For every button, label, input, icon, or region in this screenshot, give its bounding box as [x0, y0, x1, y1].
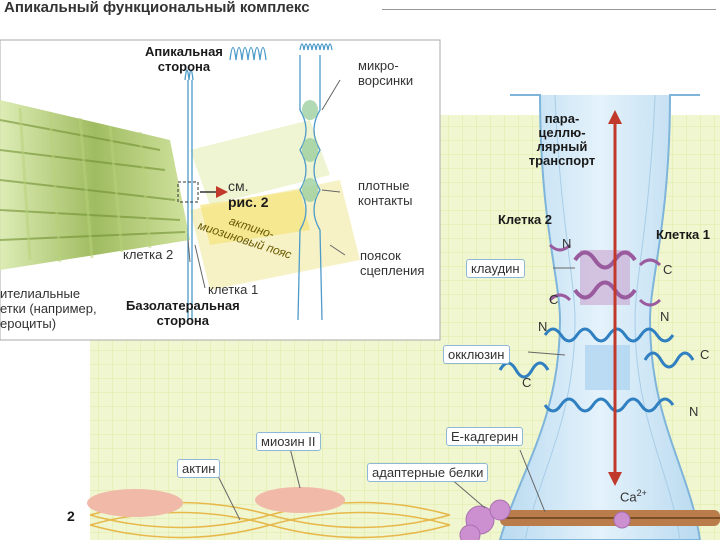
- microvilli-label: микро-ворсинки: [358, 58, 414, 88]
- adapter-leader: [449, 477, 486, 509]
- claudin-label: клаудин: [466, 259, 525, 278]
- cell2-label: Клетка 2: [498, 212, 553, 227]
- occludin-c-right: C: [700, 347, 710, 362]
- actin-leader: [214, 469, 241, 521]
- micrograph: [0, 100, 190, 270]
- paracellular-transport-label: пара- целлю- лярный транспорт: [528, 111, 596, 168]
- inset-cell2-label: клетка 2: [123, 247, 174, 262]
- claudin-c-bottom: C: [549, 292, 559, 307]
- e-cadherin-label: Е-кадгерин: [446, 427, 524, 446]
- occludin-complex: [498, 327, 695, 413]
- occludin-n-right: N: [689, 404, 699, 419]
- calcium-label: Ca2+: [620, 488, 647, 505]
- occludin-leader: [527, 351, 566, 356]
- claudin-n-top: N: [562, 236, 572, 251]
- cell-membranes: [184, 43, 333, 321]
- occludin-c-left: C: [522, 375, 532, 390]
- myosin-leader: [289, 447, 301, 489]
- occludin-n-left: N: [538, 319, 548, 334]
- e-cadherin-leader: [519, 449, 546, 513]
- figure-number: 2: [67, 508, 75, 524]
- inset-cell1-label: клетка 1: [208, 282, 259, 297]
- zoom-box: [177, 181, 199, 203]
- actomyosin-band: [200, 190, 310, 245]
- tight-junction-beads: [302, 100, 318, 202]
- claudin-n-bottom: N: [660, 309, 670, 324]
- claudin-complex: [548, 243, 662, 307]
- adapter-proteins-label: адаптерные белки: [367, 463, 489, 482]
- claudin-c-top: C: [663, 262, 673, 277]
- myosin-label: миозин II: [256, 432, 321, 451]
- see-fig-label: см.рис. 2: [228, 178, 269, 210]
- junction-band: [190, 120, 330, 205]
- transport-arrow-head-top: [608, 110, 622, 124]
- title-rule: [382, 9, 716, 10]
- cell1-label: Клетка 1: [656, 227, 711, 242]
- adapter-proteins: [459, 499, 631, 540]
- actin-label: актин: [177, 459, 221, 478]
- inset-leaders: [187, 79, 346, 289]
- transport-arrow-head-bottom: [608, 472, 622, 486]
- actomyosin: [87, 487, 451, 539]
- channel-inner-lines: [524, 94, 681, 540]
- occludin-label: окклюзин: [443, 345, 510, 364]
- cadherin-chain: [500, 510, 720, 526]
- page-title: Апикальный функциональный комплекс: [4, 0, 310, 16]
